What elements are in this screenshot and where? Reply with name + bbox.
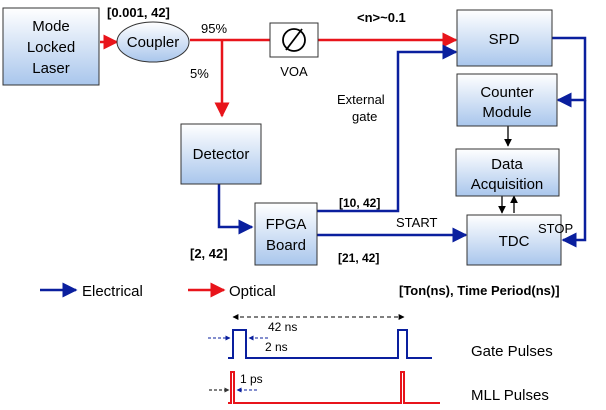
detector-label: Detector (193, 146, 250, 163)
gate-pulses-label: Gate Pulses (471, 343, 553, 360)
legend-optical-label: Optical (229, 283, 276, 300)
detector-block: Detector (180, 123, 262, 185)
electrical-paths (217, 36, 587, 248)
counter-block: Counter Module (456, 73, 558, 127)
spd-label: SPD (489, 31, 520, 48)
split-5-label: 5% (190, 66, 209, 81)
external-gate-label-1: External (337, 92, 385, 107)
laser-label-1: Mode (32, 18, 70, 35)
coupler-label: Coupler (127, 34, 180, 51)
coupler-block: Coupler (116, 21, 190, 63)
fpga-in-param: [2, 42] (190, 246, 228, 261)
stop-label: STOP (538, 221, 573, 236)
start-label: START (396, 215, 437, 230)
counter-label-1: Counter (480, 84, 533, 101)
mll-pulse-trace (228, 371, 440, 404)
fpga-to-spd-gate (316, 44, 458, 213)
laser-block: Mode Locked Laser (2, 7, 100, 86)
voa-block: VOA (269, 22, 319, 79)
tdc-label: TDC (499, 233, 530, 250)
photon-number-label: <n>~0.1 (357, 10, 406, 25)
spd-to-counter (552, 36, 587, 108)
laser-label-2: Locked (27, 39, 75, 56)
fpga-block: FPGA Board (254, 202, 318, 266)
internal-links (498, 126, 518, 214)
gate-pulse-trace (228, 329, 432, 359)
daq-label-2: Acquisition (471, 176, 544, 193)
laser-label-3: Laser (32, 60, 70, 77)
fpga-out-param: [10, 42] (339, 196, 380, 210)
legend-electrical-label: Electrical (82, 283, 143, 300)
coupler-param: [0.001, 42] (107, 5, 170, 20)
gate-width-label: 2 ns (265, 340, 288, 354)
daq-label-1: Data (491, 156, 523, 173)
fpga-label-2: Board (266, 237, 306, 254)
legend: Electrical Optical [Ton(ns), Time Period… (40, 282, 560, 300)
spd-block: SPD (456, 9, 553, 67)
external-gate-label-2: gate (352, 109, 377, 124)
split-95-label: 95% (201, 21, 227, 36)
mll-pulses-label: MLL Pulses (471, 387, 549, 404)
tdc-param: [21, 42] (338, 251, 379, 265)
detector-to-fpga (217, 184, 254, 235)
daq-block: Data Acquisition (455, 148, 560, 197)
voa-label: VOA (280, 64, 308, 79)
attenuator-icon (282, 28, 306, 52)
period-label: 42 ns (268, 320, 297, 334)
spd-to-tdc-stop (561, 100, 587, 248)
timing-diagram: 42 ns 2 ns Gate Pulses 1 ps MLL Pulses (208, 314, 553, 404)
counter-label-2: Module (482, 104, 531, 121)
legend-format: [Ton(ns), Time Period(ns)] (399, 283, 560, 298)
optical-paths (100, 32, 458, 118)
mll-width-label: 1 ps (240, 372, 263, 386)
tdc-block: TDC (466, 214, 562, 266)
fpga-label-1: FPGA (266, 216, 307, 233)
